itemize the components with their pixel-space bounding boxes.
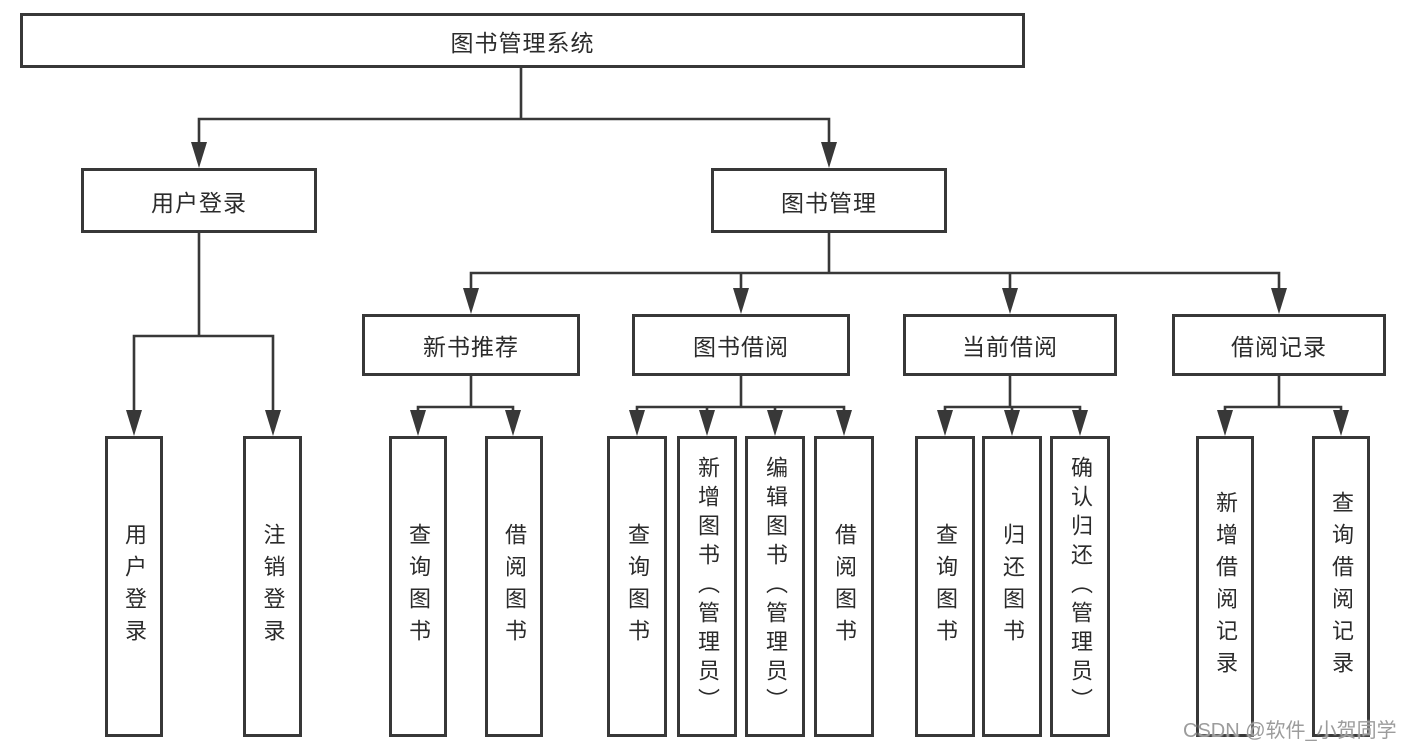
node-label: 查询图书 <box>933 522 958 651</box>
arrow-down-icon <box>1333 410 1349 436</box>
node-label: 借阅记录 <box>1231 334 1327 360</box>
node-label: 用户登录 <box>151 189 247 216</box>
node-query-borrow-record: 查询借阅记录 <box>1312 436 1370 737</box>
arrow-down-icon <box>463 288 479 314</box>
arrow-down-icon <box>836 410 852 436</box>
node-label: 图书管理系统 <box>450 29 595 56</box>
node-label: 图书借阅 <box>693 334 789 360</box>
node-query-books-current: 查询图书 <box>915 436 975 737</box>
node-label: 新书推荐 <box>423 334 519 360</box>
arrow-down-icon <box>505 410 521 436</box>
node-edit-book-admin: 编辑图书（管理员） <box>745 436 805 737</box>
node-confirm-return-admin: 确认归还（管理员） <box>1050 436 1110 737</box>
node-query-books-borrow: 查询图书 <box>607 436 667 737</box>
node-borrow-books-borrow: 借阅图书 <box>814 436 874 737</box>
node-label: 注销登录 <box>260 522 286 651</box>
arrow-down-icon <box>1217 410 1233 436</box>
arrow-down-icon <box>821 142 837 168</box>
node-label: 当前借阅 <box>962 334 1058 360</box>
arrow-down-icon <box>767 410 783 436</box>
node-label: 借阅图书 <box>832 522 857 651</box>
node-label: 归还图书 <box>1000 522 1025 651</box>
node-user-login: 用户登录 <box>81 168 317 233</box>
arrow-down-icon <box>410 410 426 436</box>
node-label: 借阅图书 <box>502 522 527 651</box>
connector-root-to-level2 <box>197 66 831 147</box>
arrow-down-icon <box>699 410 715 436</box>
node-root: 图书管理系统 <box>20 13 1025 68</box>
arrow-down-icon <box>1271 288 1287 314</box>
arrow-down-icon <box>191 142 207 168</box>
node-new-book-recommend: 新书推荐 <box>362 314 580 376</box>
arrow-down-icon <box>733 288 749 314</box>
node-return-book: 归还图书 <box>982 436 1042 737</box>
node-borrow-books-recommend: 借阅图书 <box>485 436 543 737</box>
node-query-books-recommend: 查询图书 <box>389 436 447 737</box>
connector-book-borrow-group <box>635 374 846 414</box>
node-label: 查询图书 <box>625 522 650 651</box>
connector-borrow-record-group <box>1223 374 1343 414</box>
arrow-down-icon <box>1004 410 1020 436</box>
connector-book-mgmt-to-level3 <box>469 231 1281 292</box>
node-book-borrowing: 图书借阅 <box>632 314 850 376</box>
arrow-down-icon <box>1002 288 1018 314</box>
connector-lines <box>132 66 1343 414</box>
watermark: CSDN @软件_小贺同学 <box>1183 720 1397 742</box>
arrowheads <box>126 142 1349 436</box>
connector-new-book-group <box>416 374 515 414</box>
node-label: 图书管理 <box>781 189 877 216</box>
node-label: 确认归还（管理员） <box>1068 456 1093 717</box>
node-borrowing-records: 借阅记录 <box>1172 314 1386 376</box>
node-label: 新增借阅记录 <box>1213 490 1238 683</box>
node-label: 查询借阅记录 <box>1329 490 1354 683</box>
arrow-down-icon <box>629 410 645 436</box>
node-label: 新增图书（管理员） <box>695 456 720 717</box>
arrow-down-icon <box>1072 410 1088 436</box>
node-login: 用户登录 <box>105 436 163 737</box>
arrow-down-icon <box>126 410 142 436</box>
connector-current-borrow-group <box>943 374 1082 414</box>
node-label: 用户登录 <box>122 522 147 651</box>
node-add-book-admin: 新增图书（管理员） <box>677 436 737 737</box>
arrow-down-icon <box>937 410 953 436</box>
node-add-borrow-record: 新增借阅记录 <box>1196 436 1254 737</box>
connector-user-login-group <box>132 231 275 414</box>
node-label: 查询图书 <box>406 522 431 651</box>
node-current-borrowing: 当前借阅 <box>903 314 1117 376</box>
arrow-down-icon <box>265 410 281 436</box>
node-label: 编辑图书（管理员） <box>763 456 788 717</box>
node-logout: 注销登录 <box>243 436 302 737</box>
node-book-management: 图书管理 <box>711 168 947 233</box>
